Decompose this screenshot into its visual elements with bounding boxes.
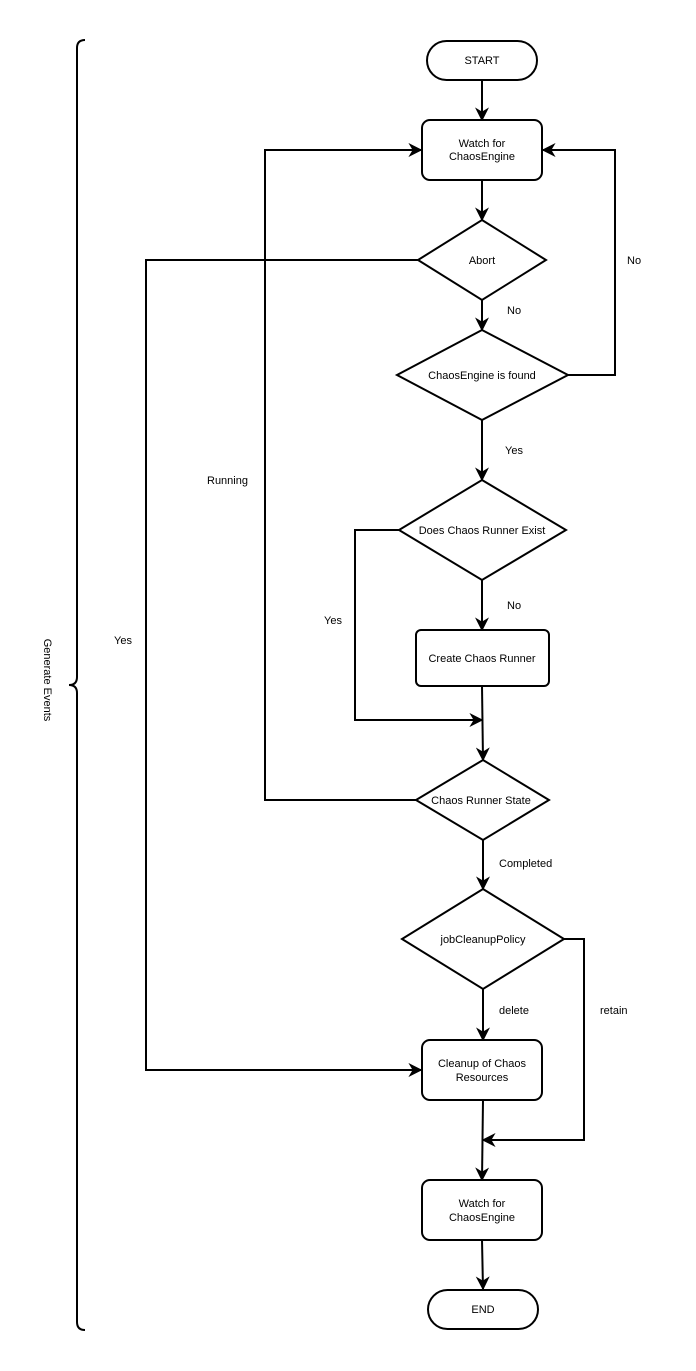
cleanup-resources-label-line2: Resources [456,1072,509,1084]
label-exist-yes: Yes [324,615,342,627]
generate-events-label: Generate Events [41,639,53,722]
edge-create-state [475,685,490,762]
cleanup-policy-label: jobCleanupPolicy [440,934,526,946]
label-found-no: No [627,255,641,267]
events-brace [68,39,86,1331]
start-terminator [426,40,538,81]
edge-abort-yes [145,259,423,1077]
label-abort-no: No [507,305,521,317]
engine-found-label: ChaosEngine is found [428,370,536,382]
edge-exist-yes [354,529,484,727]
runner-state-decision [414,758,551,842]
watch-chaosengine-final-process [421,1179,543,1241]
label-running: Running [207,475,248,487]
end-terminator [427,1289,539,1330]
watch-chaosengine-process [421,119,543,181]
watch-chaosengine-label-line1: Watch for [459,138,506,150]
label-abort-yes: Yes [114,635,132,647]
create-runner-label: Create Chaos Runner [428,653,535,665]
watch-chaosengine-final-label-line1: Watch for [459,1198,506,1210]
abort-decision [416,218,548,302]
edge-policy-retain [481,938,585,1147]
runner-state-label: Chaos Runner State [431,795,531,807]
cleanup-resources-label-line1: Cleanup of Chaos [438,1058,527,1070]
abort-label: Abort [469,255,495,267]
label-delete: delete [499,1005,529,1017]
cleanup-resources-process [421,1039,543,1101]
end-label: END [471,1304,494,1316]
label-found-yes: Yes [505,445,523,457]
label-retain: retain [600,1005,628,1017]
label-exist-no: No [507,600,521,612]
start-label: START [464,55,499,67]
engine-found-decision [394,328,571,422]
edge-cleanup-watch [475,1099,490,1182]
label-completed: Completed [499,858,552,870]
runner-exist-decision [397,478,568,582]
edge-found-no-loop [541,143,616,376]
edge-state-running [264,143,423,801]
edge-watch-end [475,1239,490,1291]
runner-exist-label: Does Chaos Runner Exist [419,525,546,537]
watch-chaosengine-label-line2: ChaosEngine [449,151,515,163]
watch-chaosengine-final-label-line2: ChaosEngine [449,1212,515,1224]
cleanup-policy-decision [400,887,566,991]
create-runner-process [415,629,550,687]
